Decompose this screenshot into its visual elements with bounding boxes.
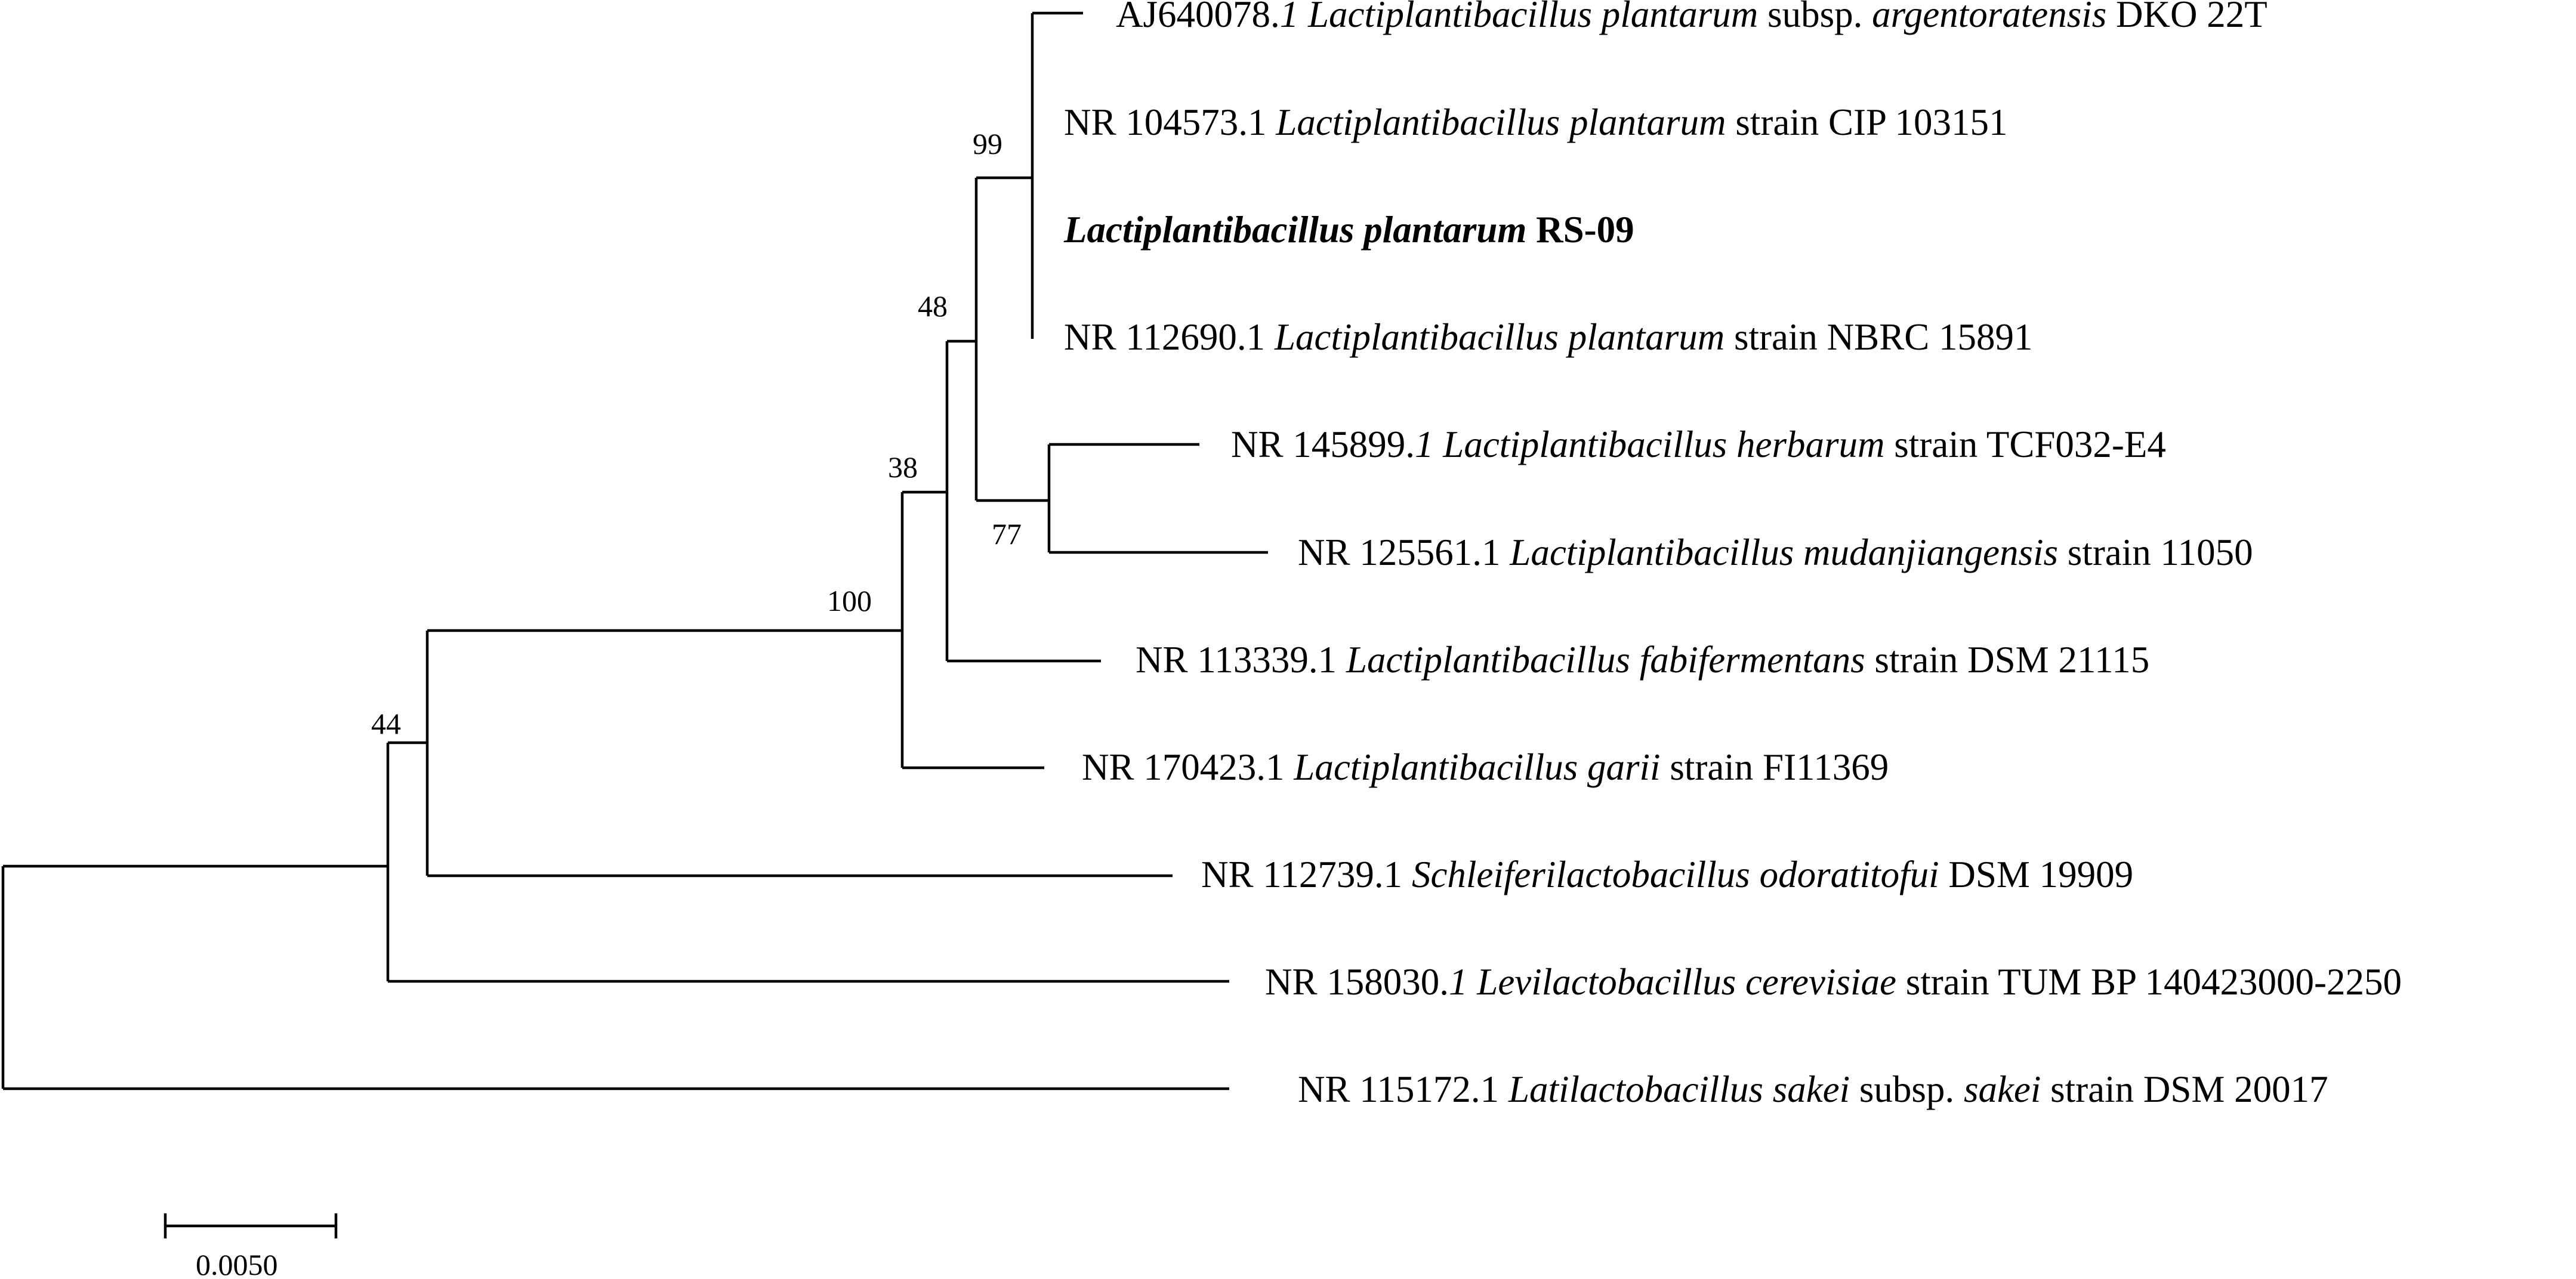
leaf-label-nr158030: NR 158030.1 Levilactobacillus cerevisiae…	[1265, 961, 2402, 1003]
bootstrap-value-n44: 44	[371, 707, 401, 740]
bootstrap-values: 99 48 77 38 100 44	[371, 127, 1022, 740]
leaf-label-nr112739: NR 112739.1 Schleiferilactobacillus odor…	[1201, 854, 2133, 895]
leaf-label-part: strain NBRC 15891	[1724, 316, 2032, 358]
leaf-label-part: NR 104573.1	[1064, 101, 1276, 143]
tree-branches	[1, 11, 1268, 1090]
leaf-label-nr113339: NR 113339.1 Lactiplantibacillus fabiferm…	[1136, 639, 2149, 681]
leaf-label-rs09: Lactiplantibacillus plantarum RS-09	[1063, 209, 1634, 251]
leaf-label-nr170423: NR 170423.1 Lactiplantibacillus garii st…	[1082, 746, 1889, 788]
leaf-label-part: Schleiferilactobacillus odoratitofui	[1412, 854, 1939, 895]
leaf-label-part: 1 Levilactobacillus cerevisiae	[1449, 961, 1896, 1003]
leaf-label-part: Latilactobacillus sakei	[1508, 1068, 1850, 1110]
leaf-label-part: strain 11050	[2058, 532, 2253, 573]
leaf-label-part: Lactiplantibacillus plantarum	[1063, 209, 1526, 251]
leaf-label-part: AJ640078.	[1116, 0, 1280, 35]
leaf-label-part: RS-09	[1526, 209, 1634, 251]
leaf-label-aj640078: AJ640078.1 Lactiplantibacillus plantarum…	[1116, 0, 2268, 35]
leaf-label-part: strain DSM 21115	[1865, 639, 2150, 681]
leaf-label-part: DSM 19909	[1939, 854, 2134, 895]
scale-bar-label: 0.0050	[196, 1248, 278, 1279]
leaf-label-part: NR 170423.1	[1082, 746, 1294, 788]
leaf-label-part: argentoratensis	[1872, 0, 2106, 35]
leaf-label-part: Lactiplantibacillus plantarum	[1274, 316, 1724, 358]
bootstrap-value-n48: 48	[918, 289, 948, 323]
bootstrap-value-n100: 100	[827, 584, 872, 617]
leaf-label-nr112690: NR 112690.1 Lactiplantibacillus plantaru…	[1064, 316, 2033, 358]
leaf-label-part: strain CIP 103151	[1726, 101, 2008, 143]
leaf-label-part: strain TUM BP 140423000-2250	[1896, 961, 2402, 1003]
leaf-label-part: DKO 22T	[2106, 0, 2267, 35]
leaf-label-part: strain DSM 20017	[2041, 1068, 2328, 1110]
leaf-label-nr115172: NR 115172.1 Latilactobacillus sakei subs…	[1298, 1068, 2328, 1110]
leaf-labels: AJ640078.1 Lactiplantibacillus plantarum…	[1063, 0, 2402, 1110]
bootstrap-value-n99: 99	[973, 127, 1002, 160]
leaf-label-part: NR 112739.1	[1201, 854, 1412, 895]
leaf-label-part: Lactiplantibacillus mudanjiangensis	[1509, 532, 2058, 573]
leaf-label-part: subsp.	[1758, 0, 1872, 35]
scale-bar: 0.0050	[163, 1213, 338, 1279]
leaf-label-part: NR 112690.1	[1064, 316, 1275, 358]
bootstrap-value-n77: 77	[992, 517, 1022, 551]
leaf-label-part: NR 158030.	[1265, 961, 1449, 1003]
leaf-label-part: NR 145899.	[1231, 424, 1415, 465]
leaf-label-nr145899: NR 145899.1 Lactiplantibacillus herbarum…	[1231, 424, 2166, 465]
leaf-label-part: Lactiplantibacillus plantarum	[1275, 101, 1726, 143]
leaf-label-part: 1 Lactiplantibacillus herbarum	[1415, 424, 1885, 465]
leaf-label-part: 1 Lactiplantibacillus plantarum	[1280, 0, 1759, 35]
leaf-label-part: Lactiplantibacillus fabifermentans	[1346, 639, 1865, 681]
leaf-label-part: Lactiplantibacillus garii	[1293, 746, 1660, 788]
leaf-label-part: NR 113339.1	[1136, 639, 1346, 681]
leaf-label-part: NR 115172.1	[1298, 1068, 1508, 1110]
leaf-label-nr125561: NR 125561.1 Lactiplantibacillus mudanjia…	[1298, 532, 2253, 573]
leaf-label-part: NR 125561.1	[1298, 532, 1510, 573]
bootstrap-value-n38: 38	[888, 450, 918, 484]
leaf-label-part: strain FI11369	[1661, 746, 1889, 788]
leaf-label-part: strain TCF032-E4	[1885, 424, 2166, 465]
leaf-label-nr104573: NR 104573.1 Lactiplantibacillus plantaru…	[1064, 101, 2007, 143]
leaf-label-part: sakei	[1964, 1068, 2041, 1110]
leaf-label-part: subsp.	[1850, 1068, 1964, 1110]
